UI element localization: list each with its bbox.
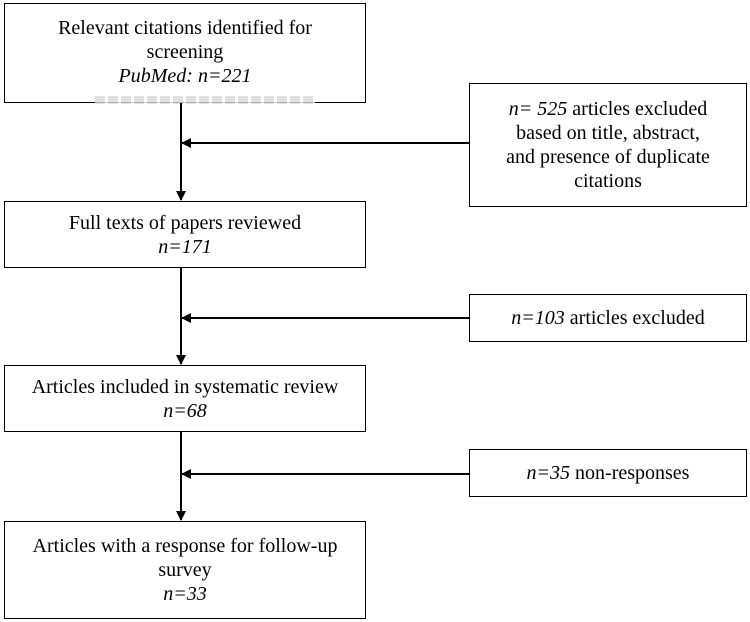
exclusion-box-non-responses: n=35 non-responses	[469, 449, 747, 497]
citations-identified-box: Relevant citations identified for screen…	[4, 3, 366, 104]
exclusion-1-count: n= 525	[508, 98, 568, 120]
exclusion-2-line: n=103 articles excluded	[470, 306, 746, 330]
exclusion-3-rest: non-responses	[575, 462, 690, 484]
exclusion-1-line-1: n= 525 articles excluded	[470, 97, 746, 121]
citations-line-1: Relevant citations identified for	[58, 17, 312, 39]
full-texts-box: Full texts of papers reviewed n=171	[4, 201, 366, 268]
exclusion-2-rest: articles excluded	[569, 307, 705, 329]
exclusion-1-line-2: based on title, abstract,	[516, 122, 700, 144]
full-texts-count: n=171	[158, 235, 212, 258]
exclusion-box-title-abstract: n= 525 articles excluded based on title,…	[469, 83, 747, 207]
citations-count: n=221	[197, 65, 252, 87]
responses-count: n=33	[163, 583, 207, 605]
obscured-text	[95, 96, 315, 104]
full-texts-label: Full texts of papers reviewed	[68, 211, 302, 234]
exclusion-3-count: n=35	[526, 462, 571, 484]
citations-source-line: PubMed: n=221	[5, 64, 365, 88]
exclusion-1-line-3: and presence of duplicate	[506, 146, 710, 168]
included-articles-box: Articles included in systematic review n…	[4, 365, 366, 432]
response-articles-box: Articles with a response for follow-up s…	[4, 521, 366, 619]
citations-line-2: screening	[146, 41, 224, 63]
exclusion-2-count: n=103	[511, 307, 565, 329]
responses-line-1: Articles with a response for follow-up	[32, 535, 338, 557]
exclusion-3-line: n=35 non-responses	[470, 461, 746, 485]
exclusion-1-line-4: citations	[574, 170, 642, 192]
included-count: n=68	[163, 399, 207, 422]
pubmed-label: PubMed:	[118, 65, 193, 87]
exclusion-box-full-text: n=103 articles excluded	[469, 294, 747, 342]
exclusion-1-line1-rest: articles excluded	[572, 98, 708, 120]
included-label: Articles included in systematic review	[31, 375, 339, 398]
responses-line-2: survey	[158, 559, 212, 581]
